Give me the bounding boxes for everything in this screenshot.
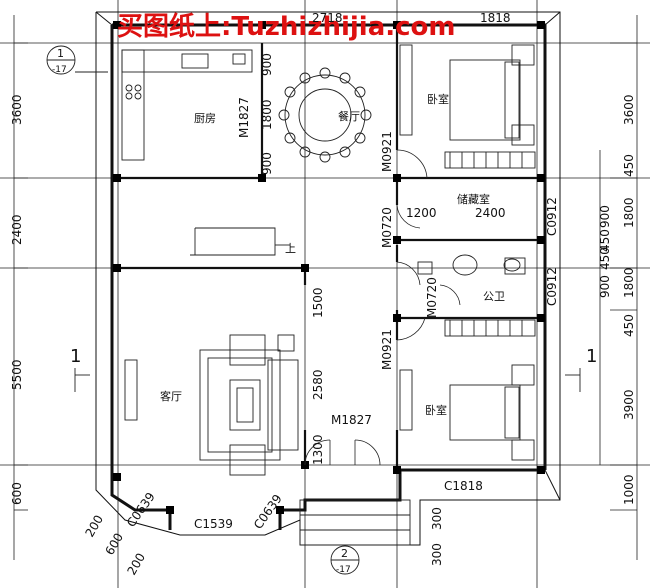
entry-steps	[299, 499, 411, 546]
door-swings	[304, 149, 461, 466]
dim-inner-1500: 1500	[311, 287, 325, 318]
door-label-m0720-bath: M0720	[425, 277, 439, 318]
dim-right-1000: 1000	[622, 474, 636, 505]
room-label-kitchen: 厨房	[194, 112, 216, 125]
dim-right-1800a: 1800	[622, 197, 636, 228]
dim-bottom-600: 600	[102, 531, 126, 558]
dim-right-1800b: 1800	[622, 267, 636, 298]
section-mark-right: 1	[586, 346, 597, 367]
window-label-c1539: C1539	[194, 517, 233, 531]
dim-inner-2580: 2580	[311, 369, 325, 400]
door-label-m1827-kitchen: M1827	[237, 97, 251, 138]
dim-inner-right-450b: 450	[598, 247, 612, 270]
dim-inner-right-900a: 900	[598, 205, 612, 228]
dim-right-3600: 3600	[622, 94, 636, 125]
staircase	[190, 227, 290, 256]
ref-mark-bottom-num: 2	[341, 547, 348, 560]
room-label-living: 客厅	[160, 389, 182, 403]
dim-left-2400: 2400	[10, 214, 24, 245]
dim-right-450b: 450	[622, 314, 636, 337]
exterior-walls	[110, 23, 547, 530]
dim-right-3900: 3900	[622, 389, 636, 420]
ref-mark-top-num: 1	[57, 47, 64, 60]
section-cut-markers	[46, 45, 581, 575]
interior-walls	[112, 25, 545, 470]
dim-inner-900b: 900	[260, 152, 274, 175]
door-label-m0921-bedroom: M0921	[380, 131, 394, 172]
dim-inner-right-900b: 900	[598, 275, 612, 298]
kitchen-counter	[121, 49, 253, 161]
room-label-dining: 餐厅	[338, 109, 360, 123]
ref-mark-top-sheet: -17	[52, 65, 67, 75]
stair-up-label: 上	[285, 242, 296, 255]
dim-left-5500: 5500	[10, 359, 24, 390]
dim-bottom-300b: 300	[430, 543, 444, 566]
dim-bottom-300a: 300	[430, 507, 444, 530]
dim-inner-1300: 1300	[311, 434, 325, 465]
structural-columns	[113, 21, 545, 514]
dim-left-600: 600	[10, 482, 24, 505]
watermark-text: 买图纸上:Tuzhizhijia.com	[117, 11, 456, 42]
bedroom-bottom-furniture	[399, 319, 536, 461]
dim-inner-900a: 900	[260, 53, 274, 76]
living-room-furniture	[124, 334, 299, 476]
door-label-m0921-bedroom2: M0921	[380, 329, 394, 370]
window-label-c0912-storage: C0912	[545, 197, 559, 236]
window-label-c0912-bath: C0912	[545, 267, 559, 306]
door-label-m0720-storage: M0720	[380, 207, 394, 248]
dim-inner-2400: 2400	[475, 206, 506, 220]
door-label-m1827-entry: M1827	[331, 413, 372, 427]
window-label-c1818: C1818	[444, 479, 483, 493]
dim-inner-1200: 1200	[406, 206, 437, 220]
room-label-storage: 储藏室	[457, 192, 490, 206]
window-label-c1818-top: 1818	[480, 11, 511, 25]
dim-right-450a: 450	[622, 154, 636, 177]
dim-left-3600: 3600	[10, 94, 24, 125]
dim-inner-right-450a: 450	[598, 229, 612, 252]
dim-inner-1800: 1800	[260, 99, 274, 130]
room-label-bedroom-top: 卧室	[427, 92, 449, 106]
section-mark-left: 1	[70, 346, 81, 367]
room-label-bedroom-bottom: 卧室	[425, 403, 447, 417]
room-label-bathroom: 公卫	[483, 290, 505, 303]
top-partial-dim: 2718	[312, 11, 343, 25]
dim-bottom-200b: 200	[124, 551, 148, 578]
dim-bottom-200a: 200	[82, 513, 106, 540]
dining-table	[278, 67, 372, 163]
bathroom-fixtures	[417, 254, 526, 276]
bedroom-top-furniture	[399, 44, 536, 169]
ref-mark-bottom-sheet: -17	[336, 565, 351, 575]
